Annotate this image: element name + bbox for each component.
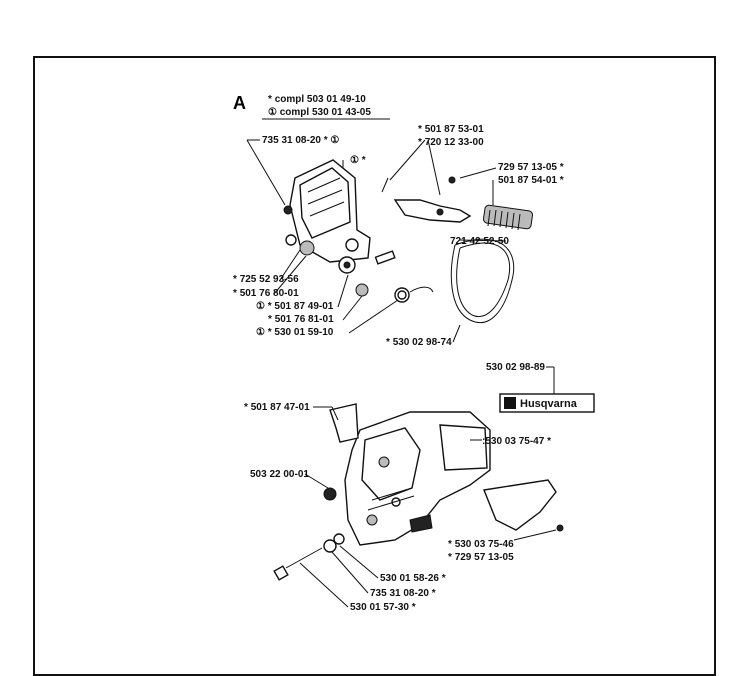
label-501-87-47-01: * 501 87 47-01 xyxy=(244,402,310,413)
kit-note-2: ① compl 530 01 43-05 xyxy=(268,107,371,118)
brake-band xyxy=(450,238,515,323)
label-530-01-59-10: ① * 530 01 59-10 xyxy=(256,327,334,338)
bushing-part xyxy=(299,240,315,256)
label-735-31-08-20-bottom: 735 31 08-20 * xyxy=(370,588,436,599)
label-501-87-49-01: ① * 501 87 49-01 xyxy=(256,301,334,312)
label-501-76-80-01: * 501 76 80-01 xyxy=(233,288,299,299)
label-530-01-58-26: 530 01 58-26 * xyxy=(380,573,446,584)
label-503-22-00-01: 503 22 00-01 xyxy=(250,469,309,480)
pin-link xyxy=(381,177,389,193)
label-729-57-13-05-top: 729 57 13-05 * xyxy=(498,162,564,173)
label-530-02-98-89: 530 02 98-89 xyxy=(486,362,545,373)
label-501-76-81-01: * 501 76 81-01 xyxy=(268,314,334,325)
hand-guard xyxy=(289,159,371,274)
deflector-screw xyxy=(556,524,564,532)
deflector-plate xyxy=(483,479,557,531)
label-kit-marker: ① * xyxy=(350,155,366,166)
nut-part xyxy=(355,283,369,297)
screw-head xyxy=(285,234,297,246)
chain-catcher xyxy=(329,403,359,443)
washer-part xyxy=(283,205,293,215)
kit-note-1: * compl 503 01 49-10 xyxy=(268,94,366,105)
label-530-03-75-46: * 530 03 75-46 xyxy=(448,539,514,550)
label-720-12-33-00: * 720 12 33-00 xyxy=(418,137,484,148)
clutch-cover xyxy=(344,411,491,546)
label-530-02-98-74: * 530 02 98-74 xyxy=(386,337,452,348)
label-721-42-52-50: 721 42 52-50 xyxy=(450,236,509,247)
torsion-spring xyxy=(394,286,434,303)
label-530-03-75-47: :530 03 75-47 * xyxy=(482,436,551,447)
label-501-87-53-01: * 501 87 53-01 xyxy=(418,124,484,135)
husqvarna-decal: Husqvarna xyxy=(499,393,595,413)
brake-spring xyxy=(482,204,534,231)
cover-nut xyxy=(323,487,337,501)
pin-part xyxy=(374,250,396,265)
bar-bolt xyxy=(273,533,345,581)
label-530-01-57-30: 530 01 57-30 * xyxy=(350,602,416,613)
label-735-31-08-20: 735 31 08-20 * ① xyxy=(262,135,339,146)
exploded-parts-diagram: A * compl 503 01 49-10 ① compl 530 01 43… xyxy=(233,93,595,613)
label-501-87-54-01: 501 87 54-01 * xyxy=(498,175,564,186)
decal-text: Husqvarna xyxy=(520,398,578,410)
section-letter: A xyxy=(233,93,246,113)
label-729-57-13-05-bottom: * 729 57 13-05 xyxy=(448,552,514,563)
label-725-52-93-56: * 725 52 93-56 xyxy=(233,274,299,285)
brake-lever xyxy=(393,199,472,223)
screw-small xyxy=(448,176,456,184)
